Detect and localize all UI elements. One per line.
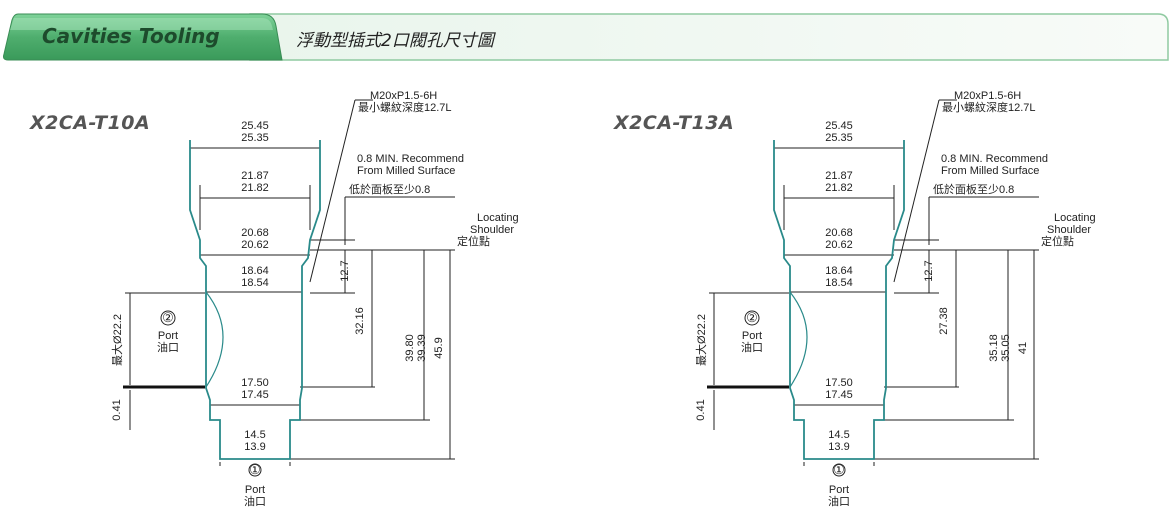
port-1-label-zh: 油口 <box>828 496 850 508</box>
port-1-label: Port <box>244 484 266 496</box>
locating-line-2: Shoulder <box>470 224 515 236</box>
dim-25-45: 25.45 <box>825 120 853 132</box>
dim-21-82: 21.82 <box>241 182 269 194</box>
banner-tag: Cavities Tooling <box>42 24 220 48</box>
dim-vertical-pair-b: 39.39 <box>416 334 428 362</box>
cavity-profile-svg <box>707 99 1039 477</box>
note-line-3: 低於面板至少0.8 <box>933 184 1015 196</box>
thread-depth: 最小螺紋深度12.7L <box>358 102 452 114</box>
dim-17-45: 17.45 <box>825 389 853 401</box>
port-1-number: ① <box>833 462 845 477</box>
note-line-1: 0.8 MIN. Recommend <box>941 153 1048 165</box>
dim-12-7: 12.7 <box>923 260 935 282</box>
note-line-3: 低於面板至少0.8 <box>349 184 431 196</box>
dim-21-87: 21.87 <box>241 170 269 182</box>
dim-18-54: 18.54 <box>825 277 853 289</box>
dim-14-5: 14.5 <box>828 429 850 441</box>
dim-12-7: 12.7 <box>339 260 351 282</box>
dim-20-68: 20.68 <box>825 227 853 239</box>
dim-vertical-total: 45.9 <box>433 337 445 359</box>
locating-line-3: 定位點 <box>457 236 490 248</box>
dim-14-5: 14.5 <box>244 429 266 441</box>
dim-vertical-pair-a: 35.18 <box>988 334 1000 362</box>
port-1-label-zh: 油口 <box>244 496 266 508</box>
dim-25-35: 25.35 <box>825 132 853 144</box>
dim-18-54: 18.54 <box>241 277 269 289</box>
dim-vertical-mid: 27.38 <box>938 307 950 335</box>
dim-17-45: 17.45 <box>241 389 269 401</box>
port-2-max-diameter: 最大Ø22.2 <box>112 314 124 366</box>
dim-0-41: 0.41 <box>111 399 123 421</box>
dim-25-35: 25.35 <box>241 132 269 144</box>
dim-20-68: 20.68 <box>241 227 269 239</box>
cavity-profile-svg <box>123 99 455 477</box>
banner-graphic <box>3 13 1169 61</box>
note-line-2: From Milled Surface <box>357 165 456 177</box>
note-line-2: From Milled Surface <box>941 165 1040 177</box>
dim-vertical-pair-b: 35.05 <box>1000 334 1012 362</box>
dim-vertical-mid: 32.16 <box>354 307 366 335</box>
note-line-1: 0.8 MIN. Recommend <box>357 153 464 165</box>
port-2-label-zh: 油口 <box>741 342 763 354</box>
header-banner: Cavities Tooling 浮動型插式2口閥孔尺寸圖 <box>0 0 1176 70</box>
port-2-number: ② <box>746 310 758 325</box>
dim-13-9: 13.9 <box>828 441 850 453</box>
locating-line-3: 定位點 <box>1041 236 1074 248</box>
port-2-label: Port <box>741 330 763 342</box>
dim-18-64: 18.64 <box>825 265 853 277</box>
cavity-drawing-2: X2CA-T13A M20xP1.5-6H 最小螺紋深度12.7L 0.8 MI… <box>584 0 1164 519</box>
port-2-max-diameter: 最大Ø22.2 <box>696 314 708 366</box>
locating-line-1: Locating <box>477 212 519 224</box>
banner-title: 浮動型插式2口閥孔尺寸圖 <box>296 31 494 51</box>
port-1-number: ① <box>249 462 261 477</box>
thread-depth: 最小螺紋深度12.7L <box>942 102 1036 114</box>
dim-13-9: 13.9 <box>244 441 266 453</box>
dim-17-50: 17.50 <box>241 377 269 389</box>
dim-18-64: 18.64 <box>241 265 269 277</box>
dim-0-41: 0.41 <box>695 399 707 421</box>
model-number: X2CA-T10A <box>30 112 151 134</box>
model-number: X2CA-T13A <box>614 112 735 134</box>
dim-17-50: 17.50 <box>825 377 853 389</box>
dim-20-62: 20.62 <box>241 239 269 251</box>
dim-21-87: 21.87 <box>825 170 853 182</box>
thread-spec: M20xP1.5-6H <box>370 90 438 102</box>
dim-20-62: 20.62 <box>825 239 853 251</box>
locating-line-2: Shoulder <box>1047 224 1092 236</box>
dim-21-82: 21.82 <box>825 182 853 194</box>
dim-25-45: 25.45 <box>241 120 269 132</box>
locating-line-1: Locating <box>1054 212 1096 224</box>
port-2-label: Port <box>157 330 179 342</box>
thread-spec: M20xP1.5-6H <box>954 90 1022 102</box>
dim-vertical-total: 41 <box>1017 341 1029 355</box>
port-1-label: Port <box>828 484 850 496</box>
port-2-number: ② <box>162 310 174 325</box>
cavity-drawing-1: X2CA-T10A M20xP1.5-6H 最小螺紋深度12.7L 0.8 MI… <box>0 0 580 519</box>
port-2-label-zh: 油口 <box>157 342 179 354</box>
dim-vertical-pair-a: 39.80 <box>404 334 416 362</box>
